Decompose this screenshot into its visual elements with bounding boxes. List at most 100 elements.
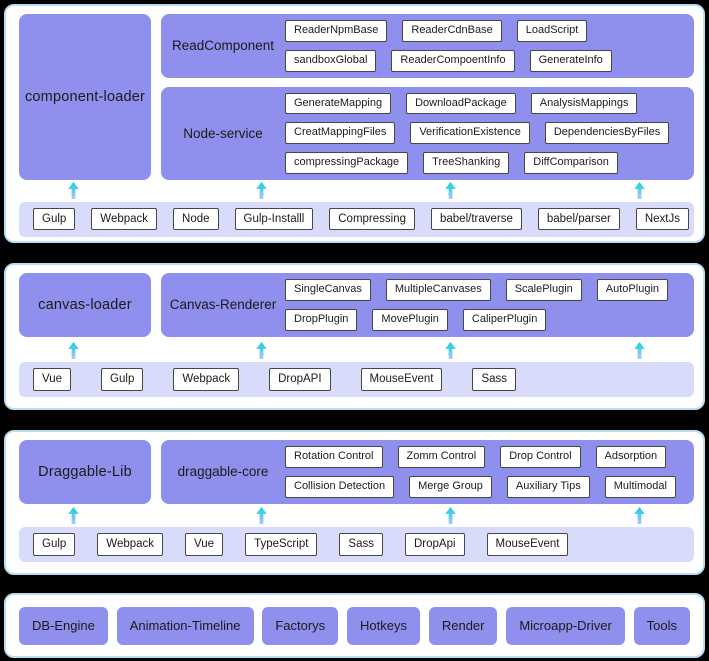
up-arrow-icon — [445, 181, 456, 199]
up-arrow-icon — [256, 181, 267, 199]
module-chip: GenerateMapping — [285, 92, 392, 115]
up-arrow-icon — [445, 342, 456, 359]
foundation-box: Hotkeys — [347, 606, 420, 645]
dependency-chip: Gulp — [101, 368, 144, 391]
foundation-box: Factorys — [262, 606, 339, 645]
canvas-loader-box: canvas-loader — [19, 273, 151, 337]
draggable-lib-box: Draggable-Lib — [19, 440, 151, 504]
service-node-service: Node-service GenerateMapping DownloadPac… — [161, 86, 694, 180]
dependency-chip: Vue — [33, 368, 72, 391]
dependencies-bar: Gulp Webpack Vue TypeScript Sass DropApi… — [19, 527, 694, 562]
service-draggable-core: draggable-core Rotation Control Zomm Con… — [161, 440, 694, 504]
dependency-chip: Webpack — [91, 208, 158, 231]
module-chip: Zomm Control — [397, 446, 486, 468]
loader-label: Draggable-Lib — [38, 463, 132, 480]
service-label: Canvas-Renderer — [169, 297, 277, 313]
foundation-box: DB-Engine — [19, 606, 108, 645]
dependency-chip: Compressing — [329, 208, 415, 231]
foundation-box: Tools — [633, 606, 690, 645]
module-chip: Drop Control — [500, 446, 581, 468]
up-arrow-icon — [634, 181, 645, 199]
foundation-label: Factorys — [275, 618, 326, 633]
dependencies-bar: Vue Gulp Webpack DropAPI MouseEvent Sass — [19, 362, 694, 397]
module-chip: ReaderCompoentInfo — [391, 49, 515, 72]
dependency-chip: MouseEvent — [360, 368, 443, 391]
foundation-box: Animation-Timeline — [116, 606, 254, 645]
module-chip: ReaderNpmBase — [285, 20, 388, 42]
foundation-box: Render — [428, 606, 498, 645]
dependency-chip: Gulp — [33, 533, 76, 556]
foundation-box: Microapp-Driver — [506, 606, 625, 645]
module-chip: Adsorption — [595, 446, 667, 468]
module-chip: AnalysisMappings — [530, 92, 638, 115]
foundation-label: Tools — [646, 618, 677, 633]
foundation-label: Animation-Timeline — [129, 618, 241, 633]
dependency-chip: Webpack — [97, 533, 164, 556]
up-arrow-icon — [634, 342, 645, 359]
module-chip: ReaderCdnBase — [402, 20, 502, 42]
dependencies-bar: Gulp Webpack Node Gulp-Installl Compress… — [19, 201, 694, 237]
foundation-label: DB-Engine — [32, 618, 95, 633]
dependency-chip: Gulp-Installl — [234, 208, 314, 231]
panel-canvas-loader: canvas-loader Canvas-Renderer SingleCanv… — [4, 263, 705, 410]
module-chip: VerificationExistence — [410, 122, 530, 144]
loader-label: canvas-loader — [38, 296, 132, 313]
dependency-chip: TypeScript — [245, 533, 318, 556]
up-arrow-icon — [445, 507, 456, 524]
dependency-chip: MouseEvent — [486, 533, 569, 556]
dependency-chip: Gulp — [33, 208, 76, 231]
module-chip: Multimodal — [604, 475, 676, 498]
up-arrow-icon — [634, 507, 645, 524]
dependency-chip: DropAPI — [269, 368, 331, 391]
module-chip: MovePlugin — [372, 308, 448, 331]
up-arrow-icon — [68, 181, 79, 199]
service-label: draggable-core — [177, 464, 269, 480]
dependency-chip: babel/parser — [537, 208, 620, 231]
module-chip: Collision Detection — [285, 475, 395, 498]
dependency-arrows — [19, 337, 694, 363]
loader-label: component-loader — [24, 88, 146, 105]
up-arrow-icon — [256, 507, 267, 524]
panel-foundation: DB-Engine Animation-Timeline Factorys Ho… — [4, 593, 705, 658]
dependency-chip: Webpack — [173, 368, 240, 391]
dependency-chip: babel/traverse — [431, 208, 522, 231]
dependency-arrows — [19, 180, 694, 202]
dependency-chip: Sass — [472, 368, 517, 391]
module-chip: SingleCanvas — [285, 279, 371, 301]
module-chip: LoadScript — [516, 20, 588, 42]
service-label: ReadComponent — [171, 38, 275, 54]
module-chip: Merge Group — [409, 475, 492, 498]
service-readcomponent: ReadComponent ReaderNpmBase ReaderCdnBas… — [161, 14, 694, 78]
service-canvas-renderer: Canvas-Renderer SingleCanvas MultipleCan… — [161, 273, 694, 337]
module-chip: CreatMappingFiles — [285, 122, 396, 144]
panel-draggable-lib: Draggable-Lib draggable-core Rotation Co… — [4, 430, 705, 575]
foundation-label: Microapp-Driver — [519, 618, 612, 633]
module-chip: compressingPackage — [285, 152, 409, 174]
dependency-chip: Node — [173, 208, 219, 231]
module-chip: DropPlugin — [285, 308, 358, 331]
dependency-chip: DropApi — [404, 533, 465, 556]
module-chip: Auxiliary Tips — [506, 475, 590, 498]
foundation-label: Hotkeys — [360, 618, 407, 633]
dependency-arrows — [19, 504, 694, 528]
panel-component-loader: component-loader ReadComponent ReaderNpm… — [4, 4, 705, 243]
module-chip: DiffComparison — [524, 152, 618, 174]
dependency-chip: Vue — [185, 533, 224, 556]
up-arrow-icon — [256, 342, 267, 359]
module-chip: AutoPlugin — [596, 279, 669, 301]
module-chip: TreeShanking — [423, 152, 510, 174]
up-arrow-icon — [68, 507, 79, 524]
module-chip: Rotation Control — [285, 446, 383, 468]
module-chip: MultipleCanvases — [385, 279, 491, 301]
module-chip: DownloadPackage — [406, 92, 516, 115]
dependency-chip: NextJs — [635, 208, 689, 231]
foundation-label: Render — [441, 618, 485, 633]
service-label: Node-service — [183, 125, 263, 141]
module-chip: sandboxGlobal — [285, 49, 377, 72]
module-chip: GenerateInfo — [529, 49, 612, 72]
dependency-chip: Sass — [339, 533, 383, 556]
component-loader-box: component-loader — [19, 14, 151, 180]
up-arrow-icon — [68, 342, 79, 359]
module-chip: ScalePlugin — [505, 279, 582, 301]
